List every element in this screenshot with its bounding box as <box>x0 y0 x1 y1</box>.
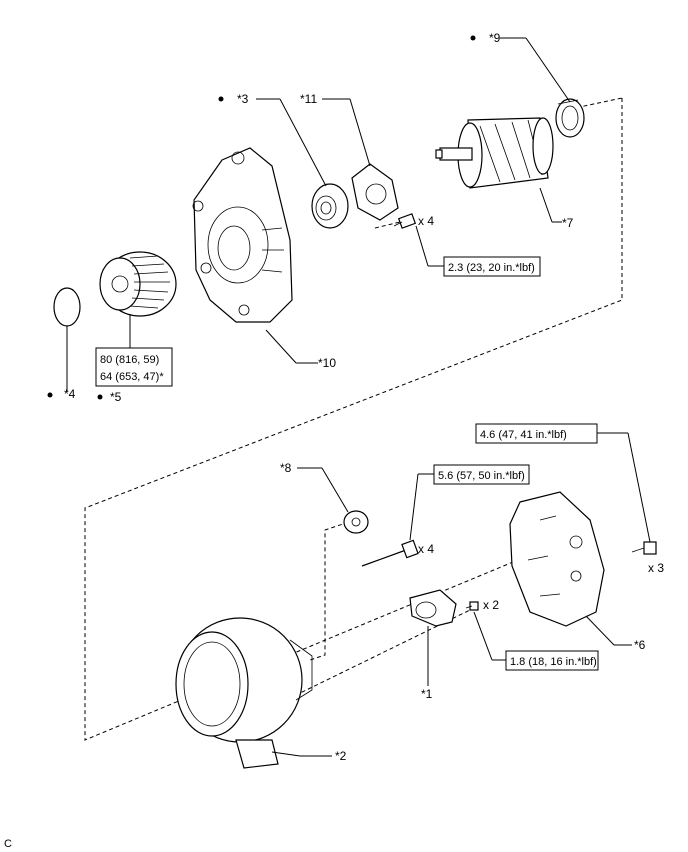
assembly-line-plate <box>374 221 401 229</box>
rotor-part <box>435 117 554 189</box>
torque-regulator-screws: 1.8 (18, 16 in.*lbf) <box>510 656 597 668</box>
qty-plate-bolts: x 4 <box>418 214 434 228</box>
torque-box-regulator <box>505 650 599 671</box>
pulley-cap-part <box>53 287 81 327</box>
callout-6: *6 <box>634 638 646 652</box>
retainer-plate-part <box>351 163 399 221</box>
qty-through-bolts: x 4 <box>418 542 434 556</box>
bullet-dot-5 <box>97 394 103 400</box>
torque-box-cover <box>475 423 598 444</box>
plate-bolt-part <box>393 213 417 229</box>
through-bolt-part <box>361 539 419 567</box>
callout-8: *8 <box>280 461 292 475</box>
callout-10: *10 <box>318 356 336 370</box>
figure-code: C <box>4 838 12 850</box>
torque-pulley-line2: 64 (653, 47)* <box>100 371 164 383</box>
assembly-line-cap <box>309 519 356 661</box>
assembly-line-bearing <box>555 97 623 113</box>
pulley-part <box>99 251 177 317</box>
torque-box-through-bolts <box>433 464 530 485</box>
regulator-screw-part <box>465 601 479 611</box>
bullet-dot-3 <box>218 96 224 102</box>
torque-cover-nuts: 4.6 (47, 41 in.*lbf) <box>480 429 567 441</box>
qty-cover-nuts: x 3 <box>648 561 664 575</box>
voltage-regulator-part <box>409 589 457 627</box>
bullet-dot-4 <box>47 392 53 398</box>
callout-5: *5 <box>110 390 122 404</box>
bullet-dot-9 <box>470 35 476 41</box>
callout-1: *1 <box>421 687 433 701</box>
callout-2: *2 <box>335 749 347 763</box>
assembly-outline-dashed <box>84 98 623 741</box>
bearing-cover-part <box>555 98 585 138</box>
drive-end-frame-part <box>192 147 293 323</box>
rectifier-end-frame-part <box>175 617 313 769</box>
terminal-insulator-part <box>343 510 369 534</box>
callout-3: *3 <box>237 92 249 106</box>
callout-4: *4 <box>64 387 76 401</box>
torque-box-pulley <box>95 347 173 387</box>
callout-7: *7 <box>562 216 574 230</box>
qty-regulator-screws: x 2 <box>483 598 499 612</box>
torque-plate-bolts: 2.3 (23, 20 in.*lbf) <box>448 262 535 274</box>
torque-through-bolts: 5.6 (57, 50 in.*lbf) <box>438 470 525 482</box>
cover-nut-part <box>631 541 657 555</box>
rear-end-cover-part <box>509 491 605 627</box>
torque-box-plate <box>443 256 541 277</box>
torque-pulley-line1: 80 (816, 59) <box>100 354 159 366</box>
callout-9: *9 <box>489 31 501 45</box>
bearing-part <box>311 183 349 229</box>
callout-11: *11 <box>300 92 317 106</box>
